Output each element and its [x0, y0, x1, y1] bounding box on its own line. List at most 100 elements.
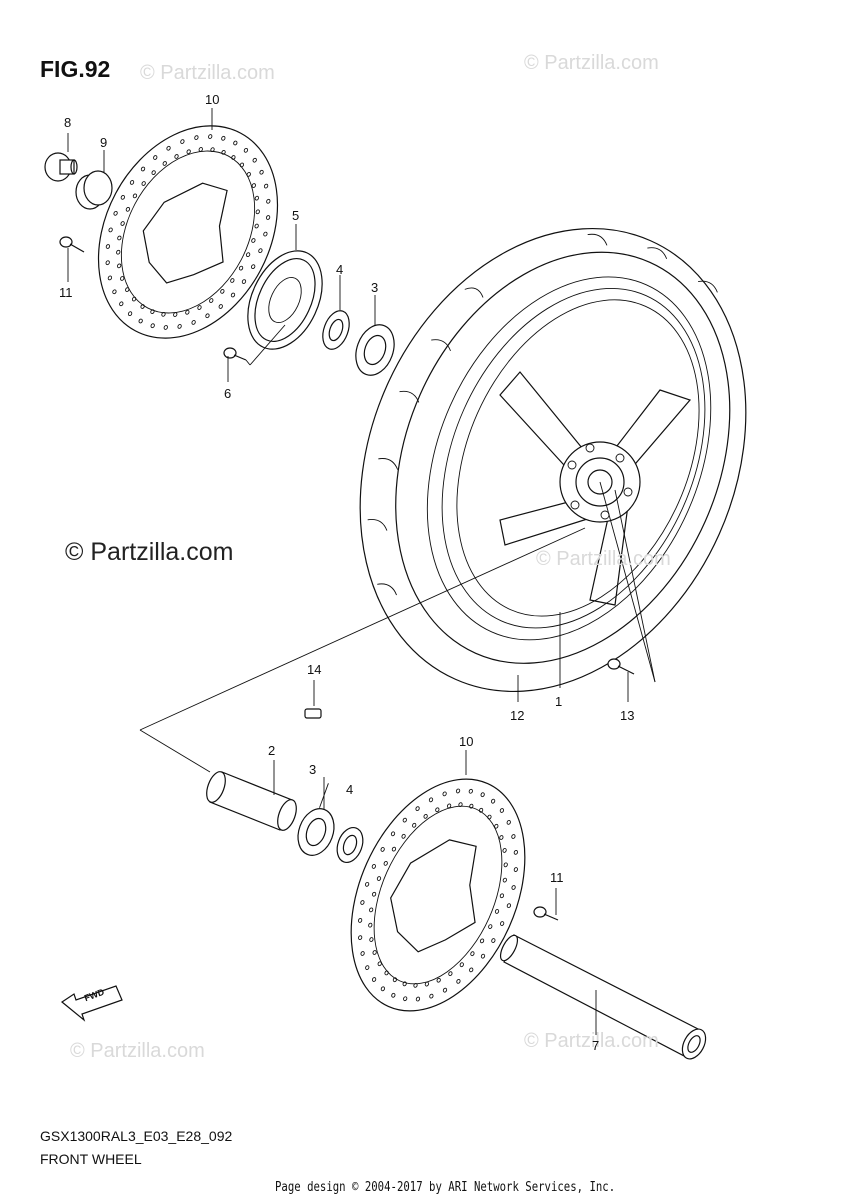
disc-hole — [251, 238, 256, 243]
bolt-upper-11 — [59, 236, 85, 282]
disc-hole — [415, 806, 420, 812]
disc-hole — [180, 139, 185, 144]
disc-hole — [456, 978, 461, 984]
disc-hole — [153, 155, 158, 160]
disc-hole — [488, 924, 493, 929]
disc-hole — [243, 147, 249, 153]
callout-label: 9 — [100, 135, 108, 150]
disc-hole — [266, 198, 271, 204]
disc-hole — [221, 135, 226, 141]
disc-hole — [380, 847, 385, 852]
disc-hole — [230, 278, 235, 283]
disc-hole — [428, 797, 434, 803]
disc-hole — [358, 918, 363, 923]
disc-hole — [360, 900, 365, 905]
page-footer: Page design © 2004-2017 by ARI Network S… — [275, 1180, 616, 1195]
callout-label: 11 — [59, 285, 73, 300]
disc-hole — [391, 846, 397, 852]
brake-disc-upper — [97, 125, 279, 339]
disc-hole — [415, 996, 421, 1002]
callout-label: 10 — [205, 92, 220, 107]
callout-label: 5 — [292, 208, 300, 223]
disc-hole — [376, 876, 382, 881]
disc-hole — [116, 249, 121, 255]
disc-hole — [218, 304, 223, 309]
callout-label: 6 — [224, 386, 232, 401]
disc-hole — [246, 172, 251, 177]
disc-hole — [478, 807, 484, 813]
disc-hole — [108, 227, 113, 233]
disc-hole — [131, 296, 137, 302]
disc-hole — [503, 862, 508, 868]
leader-lines — [67, 108, 467, 810]
disc-hole — [506, 820, 511, 825]
disc-hole — [372, 950, 377, 955]
disc-hole — [173, 312, 178, 317]
disc-hole — [383, 861, 388, 866]
disc-hole — [377, 961, 382, 967]
disc-hole — [402, 981, 407, 987]
disc-hole — [469, 803, 474, 809]
disc-hole — [140, 166, 146, 172]
disc-hole — [442, 791, 447, 797]
disc-hole — [480, 792, 485, 798]
disc-hole — [140, 304, 145, 309]
callout-label: 12 — [510, 708, 525, 723]
disc-hole — [238, 265, 244, 271]
callout-label: 3 — [371, 280, 379, 295]
disc-hole — [161, 311, 166, 317]
disc-hole — [112, 289, 117, 295]
callout-label: 4 — [346, 782, 354, 797]
disc-hole — [499, 808, 505, 813]
disc-hole — [127, 311, 133, 317]
disc-hole — [117, 263, 122, 269]
disc-hole — [162, 161, 167, 166]
disc-hole — [499, 835, 504, 840]
disc-hole — [442, 987, 448, 993]
disc-hole — [265, 215, 271, 220]
callout-label: 2 — [268, 743, 276, 758]
disc-hole — [166, 145, 171, 151]
disc-hole — [401, 833, 406, 839]
disc-hole — [221, 149, 226, 155]
watermark-bottom-left: © Partzilla.com — [70, 1040, 205, 1062]
disc-hole — [105, 244, 111, 249]
disc-hole — [365, 965, 370, 970]
disc-hole — [150, 323, 155, 329]
disc-hole — [392, 977, 398, 983]
balance-weight-14 — [304, 680, 322, 719]
disc-hole — [371, 891, 377, 897]
disc-hole — [263, 231, 268, 237]
disc-hole — [107, 275, 113, 281]
bolt-part-6 — [223, 324, 286, 382]
disc-hole — [491, 938, 496, 943]
valve-part-13 — [607, 658, 635, 702]
callout-label: 8 — [64, 115, 72, 130]
disc-hole — [174, 154, 179, 159]
disc-hole — [117, 235, 122, 241]
disc-hole — [371, 864, 376, 869]
disc-hole — [513, 849, 518, 855]
disc-hole — [380, 986, 386, 992]
disc-hole — [500, 921, 505, 926]
disc-hole — [436, 977, 441, 983]
collar-part-8 — [44, 152, 78, 182]
callout-label: 14 — [307, 662, 322, 677]
disc-hole — [220, 289, 225, 294]
front-axle-part-7 — [499, 934, 707, 1060]
disc-hole — [423, 813, 428, 819]
disc-hole — [263, 183, 269, 189]
disc-hole — [429, 993, 434, 999]
watermark-main: © Partzilla.com — [65, 538, 234, 566]
disc-hole — [185, 309, 190, 315]
disc-hole — [231, 155, 236, 160]
disc-hole — [252, 157, 257, 163]
disc-hole — [494, 823, 499, 829]
disc-hole — [251, 264, 256, 270]
disc-hole — [113, 210, 118, 216]
disc-hole — [403, 996, 408, 1002]
disc-hole — [138, 318, 143, 324]
disc-hole — [259, 169, 264, 175]
disc-hole — [369, 937, 374, 942]
callout-label: 13 — [620, 708, 635, 723]
